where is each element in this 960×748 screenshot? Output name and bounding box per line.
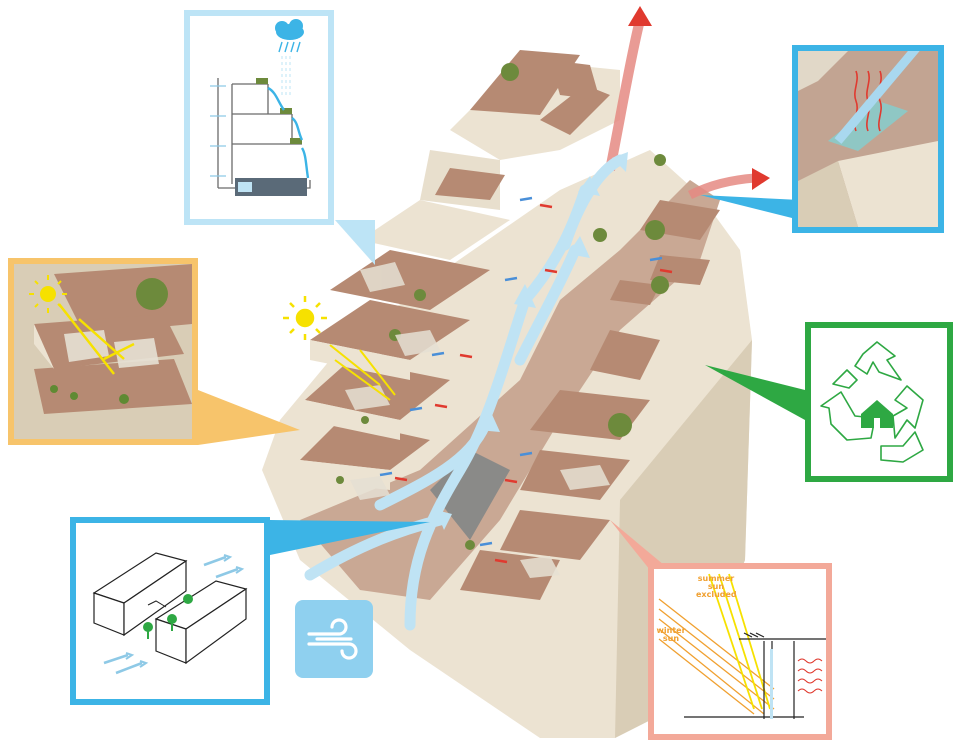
sun-ray-lines [329, 344, 396, 401]
planters [256, 78, 302, 144]
rain-cloud-icon [275, 19, 304, 53]
shade-sails [345, 262, 610, 578]
cistern [235, 178, 307, 196]
cross-ventilation-arrows [379, 196, 673, 564]
connector-solar [198, 390, 300, 445]
solar-geometry-callout: summer sun excluded winter sun [648, 563, 832, 740]
connector-pool [700, 195, 800, 220]
exhaust-arrow-top [605, 18, 645, 171]
rainwater-harvesting-callout [184, 10, 334, 225]
cross-ventilation-callout [70, 517, 270, 705]
recycle-house-icon [820, 341, 924, 463]
summer-sun-label: summer sun excluded [696, 574, 737, 599]
building-sun-icon [283, 296, 327, 340]
connector-solar-section [610, 520, 670, 570]
evaporative-cooling-callout [792, 45, 944, 233]
planting [336, 63, 669, 550]
exhaust-arrow-right [687, 173, 756, 200]
connector-recycle [705, 365, 805, 420]
airflow-arrowheads [436, 152, 628, 530]
winter-sun-label: winter sun [656, 626, 686, 643]
recycling-callout [805, 322, 953, 482]
airflow-arrows [304, 154, 626, 631]
wind-icon [295, 600, 373, 678]
solar-shading-callout [8, 258, 198, 445]
wind-flow-arrows [103, 555, 239, 675]
connector-wind [270, 520, 430, 555]
connector-rain [335, 220, 375, 265]
building-section [217, 78, 311, 189]
tree-icons [143, 594, 193, 639]
rain-lines [281, 56, 291, 96]
ramp [430, 450, 510, 540]
left-terraces [300, 150, 510, 490]
top-tower [450, 50, 620, 160]
